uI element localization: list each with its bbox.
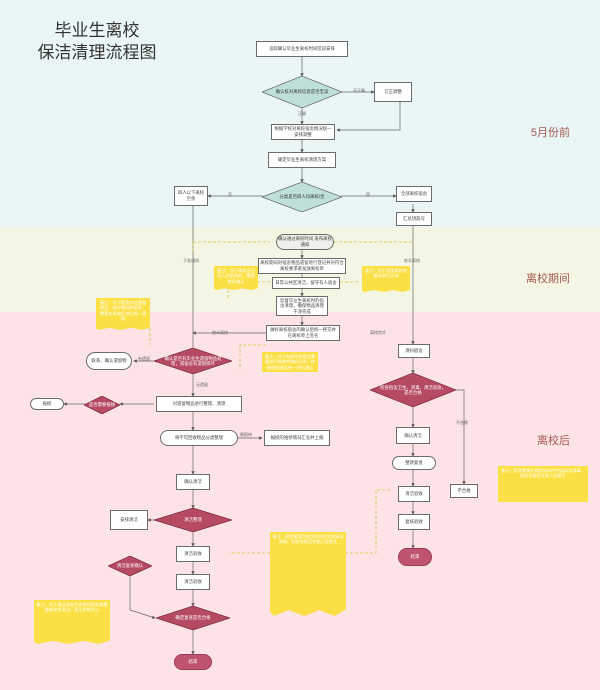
node-dorm-adjust: 根据学校对离校宿舍情况统一安排调整 [271,124,335,140]
note-n4: 备注：对于有损坏的宿舍需要进行报修并做好记录，待维修完成后统一进行清洁 [262,352,318,372]
decision-repair-text: 清洁复查确认 [116,563,144,569]
edge-label-ok: 正确 [298,111,306,116]
edge-label-yes: 是 [366,192,370,197]
node-daily-clean: 日常公共区清洁，留守有人宿舍 [272,277,340,289]
node-contact: 联系、确认遗留物 [86,352,132,370]
node-r-fail: 不合格 [450,484,478,498]
node-r-clean: 清扫宿舍 [398,344,430,358]
node-final-clean: 确认清洁 [176,474,210,490]
decision-info-text: 确认核对离校信息是否无误 [275,89,329,95]
node-all-leave: 全部离校宿舍 [396,186,432,202]
decision-main-text: 确认是否有毕业生遗留物品处理，或宿舍有遗留损坏 [164,355,222,366]
node-separate: 将不可回收物品分类整理 [160,430,238,446]
edge-label-flow6: 无遗留 [196,382,208,387]
note-n3: 备注：对于宿舍离校的情况进行记录 [362,266,410,292]
node-check-items: 离校期间对宿舍物品遗留进行登记并对符合离校要求者发放离校单 [258,258,346,274]
diagram-title: 毕业生离校 保洁清理流程图 [22,20,172,64]
decision-r-text: 检查宿舍卫生、消毒、清洁验收，是否合格 [380,384,446,395]
node-end-left: 结束 [174,654,212,670]
decision-person-text: 分类是否四人均离校/否 [279,193,325,199]
note-n2: 备注：对于离校当日无人在宿舍的，需要联系确认 [214,266,258,290]
decision-damage-text: 是否需要报修 [88,402,116,408]
note-n5: 备注：宿舍需要在规定时间内完成清洁消毒，验收合格后才能入住新生 [270,532,346,616]
node-left-review: 清洁验收 [176,574,210,590]
note-right: 备注：宿舍需要在规定时间内完成清洁消毒，验收合格后才能入住新生 [498,466,588,502]
decision-r [370,373,456,407]
phase-label-during: 离校期间 [526,273,570,285]
edge-label-flow2: 依次离校 [404,258,420,263]
edge-label-flow5: 有遗留 [138,356,150,361]
node-confirm-notice: 确认通过离校时间 发布离校通知 [276,234,334,250]
decision-final-text: 确定复查是否合格 [175,615,211,621]
edge-label-flow8: 不合格 [456,420,468,425]
node-r-accept: 复核验收 [398,514,430,530]
decision-repair [108,556,152,576]
decision-check-clean [154,508,232,532]
note-n1: 备注：对于宿舍存在遗留物品、损坏情况的宿舍，需要在离校后进行统一清理 [96,298,150,330]
edge-label-flow7: 需报修 [240,432,252,437]
phase-label-before: 5月份前 [530,127,570,139]
node-end-right: 结束 [398,548,432,566]
node-partial-leave: 四人以下离校 空余 [174,186,208,206]
decision-damage [84,396,120,414]
node-accept: 清洁验收 [176,546,210,562]
phase-label-after: 离校后 [537,435,570,447]
decision-check-clean-text: 清洁整理 [184,517,202,523]
node-r-repair: 整改复查 [392,456,436,470]
node-handover: 做好离校宿舍的确认后统一移交并在离校单上签名 [266,325,340,341]
node-report: 报损 [30,398,64,410]
node-confirm-plan: 确定毕业生离校清理方案 [268,152,336,168]
node-correct: 订正调整 [374,82,412,102]
node-confirm-key: 汇总钥匙号 [396,212,432,226]
edge-label-no: 否 [228,192,232,197]
edge-label-no2: 不正确 [353,88,365,93]
note-n6: 备注：对于清洁复查不合格的宿舍需要重新安排清洁，直至合格为止 [34,600,110,644]
edge-label-flow3: 统计离校 [212,330,228,335]
node-clean-room: 对遗留物品进行整理、清理 [156,396,242,412]
edge-label-flow1: 下发通知 [183,258,199,263]
title-line-1: 毕业生离校 [54,21,140,40]
decision-main [154,348,232,374]
node-arrange: 安排清洁 [110,510,148,530]
node-r-check: 清洁验收 [398,486,430,502]
decision-final [156,606,230,630]
node-report-damage: 报损的维修情况汇总并上报 [264,430,330,446]
node-r-confirm: 确认清洁 [396,427,430,444]
node-supervise: 监督毕业生离校时的宿舍清理，确保物品清理干净完成 [276,296,328,316]
decision-info-check [262,76,342,108]
edge-label-flow4: 离校完毕 [370,330,386,335]
decision-person [262,182,342,212]
node-start: 追踪确认毕业生离校时间区段安排 [256,41,348,57]
title-line-2: 保洁清理流程图 [37,43,157,62]
